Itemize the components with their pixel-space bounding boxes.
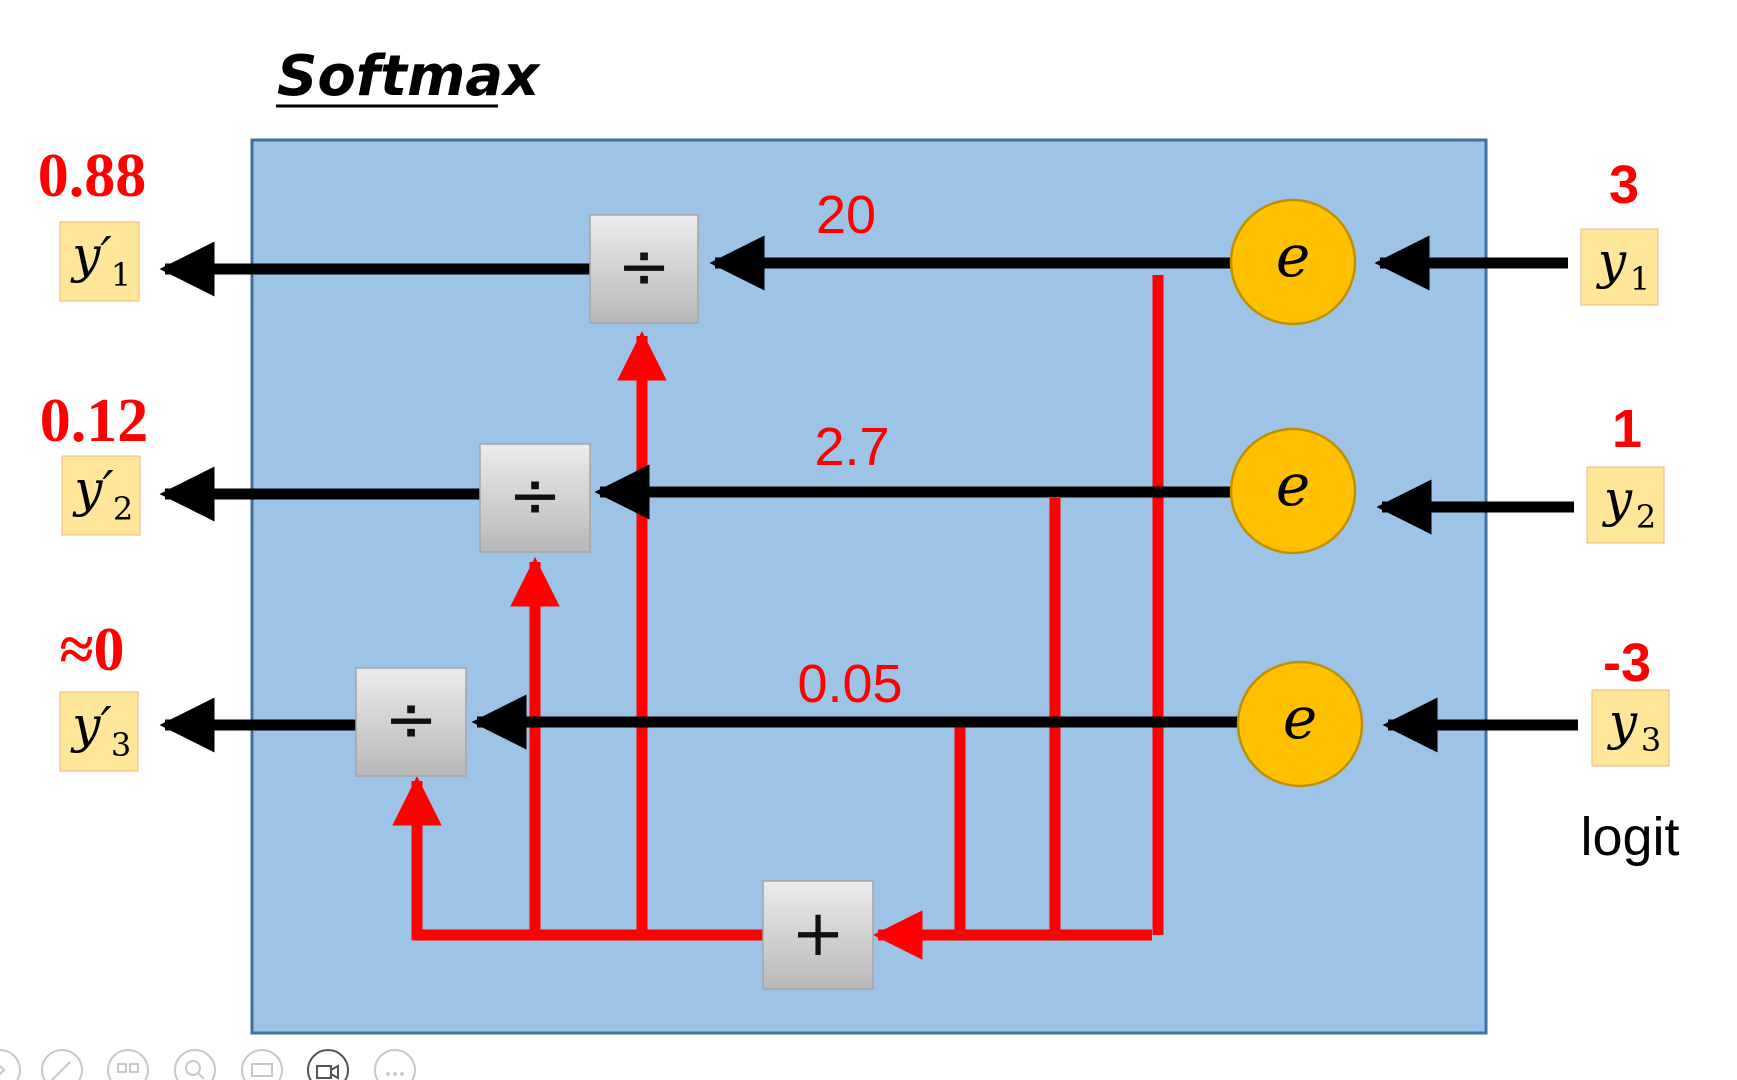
input1-symbol: y [1596, 232, 1627, 290]
input3-symbol: y [1607, 693, 1638, 751]
zoom-icon[interactable] [174, 1049, 216, 1080]
output2-symbol: y′ [72, 460, 114, 518]
input2-symbol: y [1602, 470, 1633, 528]
sum-symbol: + [791, 897, 845, 971]
grid-icon[interactable] [107, 1049, 149, 1080]
exp-label: e [1283, 684, 1317, 752]
divide-box-1: ÷ [589, 214, 699, 324]
output1-subscript: 1 [111, 256, 131, 294]
input1-label: y 1 [1580, 228, 1659, 306]
input3-label: y 3 [1591, 689, 1670, 767]
slideshow-toolbar [0, 1049, 416, 1080]
output2-label: y′ 2 [61, 455, 141, 536]
divide-symbol: ÷ [617, 230, 671, 304]
input2-subscript: 2 [1636, 498, 1656, 536]
output3-label: y′ 3 [59, 691, 139, 772]
output3-subscript: 3 [111, 726, 131, 764]
logit-caption: logit [1580, 807, 1679, 867]
output1-label: y′ 1 [59, 221, 140, 302]
exp-label: e [1276, 451, 1310, 519]
output1-symbol: y′ [70, 226, 112, 284]
pen-icon[interactable] [41, 1049, 83, 1080]
divide-symbol: ÷ [384, 683, 438, 757]
exp1-value-label: 20 [816, 185, 876, 245]
exp-label: e [1276, 222, 1310, 290]
divide-box-3: ÷ [355, 667, 467, 777]
output1-value: 0.88 [38, 142, 147, 210]
output3-value: ≈0 [59, 616, 124, 684]
exp2-value-label: 2.7 [814, 417, 889, 477]
input1-subscript: 1 [1630, 260, 1650, 298]
exp-node-3: e [1236, 660, 1364, 788]
input3-value: -3 [1603, 633, 1651, 693]
sum-network [392, 275, 1164, 960]
more-icon[interactable] [374, 1049, 416, 1080]
exp-node-2: e [1229, 427, 1357, 555]
exp3-value-label: 0.05 [797, 654, 902, 714]
output2-value: 0.12 [40, 387, 149, 455]
output2-subscript: 2 [113, 490, 133, 528]
subtitles-icon[interactable] [241, 1049, 283, 1080]
input2-label: y 2 [1586, 466, 1665, 544]
input1-value: 3 [1609, 155, 1639, 215]
divide-symbol: ÷ [508, 459, 562, 533]
previous-icon[interactable] [0, 1049, 21, 1080]
divide-box-2: ÷ [479, 443, 591, 553]
diagram-title: Softmax [277, 44, 541, 109]
output3-symbol: y′ [70, 696, 112, 754]
sum-box: + [762, 880, 874, 990]
input2-value: 1 [1612, 399, 1642, 459]
main-flow [159, 235, 1578, 753]
input3-subscript: 3 [1641, 721, 1661, 759]
camera-icon[interactable] [307, 1049, 349, 1080]
exp-node-1: e [1229, 198, 1357, 326]
